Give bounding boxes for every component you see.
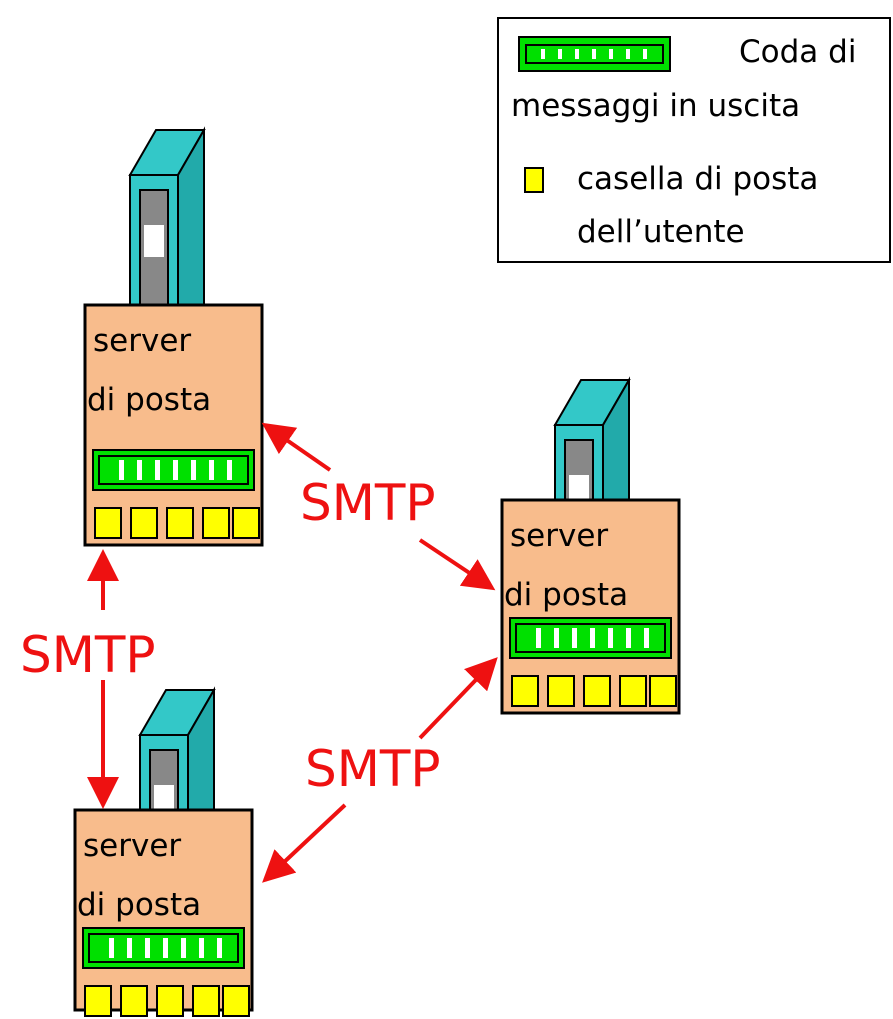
- mail-server-3: server di posta: [73, 686, 254, 1017]
- outgoing-queue: [509, 617, 672, 659]
- legend-mailbox-label-line2: dell’utente: [577, 214, 745, 250]
- user-mailboxes: [84, 985, 250, 1017]
- server-label-line2: di posta: [87, 382, 211, 418]
- outgoing-queue: [92, 449, 255, 491]
- smtp-arrow-top-to-right: [261, 422, 332, 472]
- smtp-label-bottom: SMTP: [305, 740, 441, 798]
- mail-server-2: server di posta: [500, 376, 681, 715]
- mailbox: [619, 675, 647, 707]
- legend-mailbox-label-line1: casella di posta: [577, 161, 819, 197]
- smtp-label-left: SMTP: [20, 626, 156, 684]
- mailbox: [84, 985, 112, 1017]
- user-mailboxes: [511, 675, 677, 707]
- mailbox: [192, 985, 220, 1017]
- server-label-line1: server: [93, 323, 191, 359]
- mailbox: [120, 985, 148, 1017]
- server-box: [83, 303, 264, 547]
- mail-server-1: server di posta: [83, 126, 264, 547]
- server-label-line1: server: [510, 518, 608, 554]
- server-tower-icon: [553, 376, 631, 507]
- smtp-label-top: SMTP: [300, 474, 436, 532]
- smtp-arrow-top-to-right-head: [418, 538, 496, 591]
- mailbox: [232, 507, 260, 539]
- mailbox: [222, 985, 250, 1017]
- outgoing-queue: [82, 927, 245, 969]
- smtp-arrows: [87, 422, 498, 883]
- mailbox: [130, 507, 158, 539]
- legend-queue-label-line2: messaggi in uscita: [511, 88, 801, 124]
- server-tower-icon: [138, 686, 216, 817]
- smtp-arrow-bottom-to-right: [418, 657, 498, 740]
- mailbox: [547, 675, 575, 707]
- mailbox: [156, 985, 184, 1017]
- mailbox: [166, 507, 194, 539]
- mailbox: [511, 675, 539, 707]
- mailbox: [202, 507, 230, 539]
- server-label-line2: di posta: [77, 887, 201, 923]
- legend-queue-label-line1: Coda di: [739, 34, 857, 70]
- legend-queue-icon: [518, 36, 671, 72]
- server-box: [73, 808, 254, 1012]
- legend: Coda di messaggi in uscita casella di po…: [497, 17, 891, 263]
- server-tower-icon: [128, 126, 206, 306]
- mailbox: [94, 507, 122, 539]
- server-label-line1: server: [83, 828, 181, 864]
- user-mailboxes: [94, 507, 260, 539]
- smtp-arrow-bottom-to-left: [262, 803, 347, 883]
- mailbox: [649, 675, 677, 707]
- server-label-line2: di posta: [504, 577, 628, 613]
- legend-mailbox-icon: [524, 167, 544, 193]
- mailbox: [583, 675, 611, 707]
